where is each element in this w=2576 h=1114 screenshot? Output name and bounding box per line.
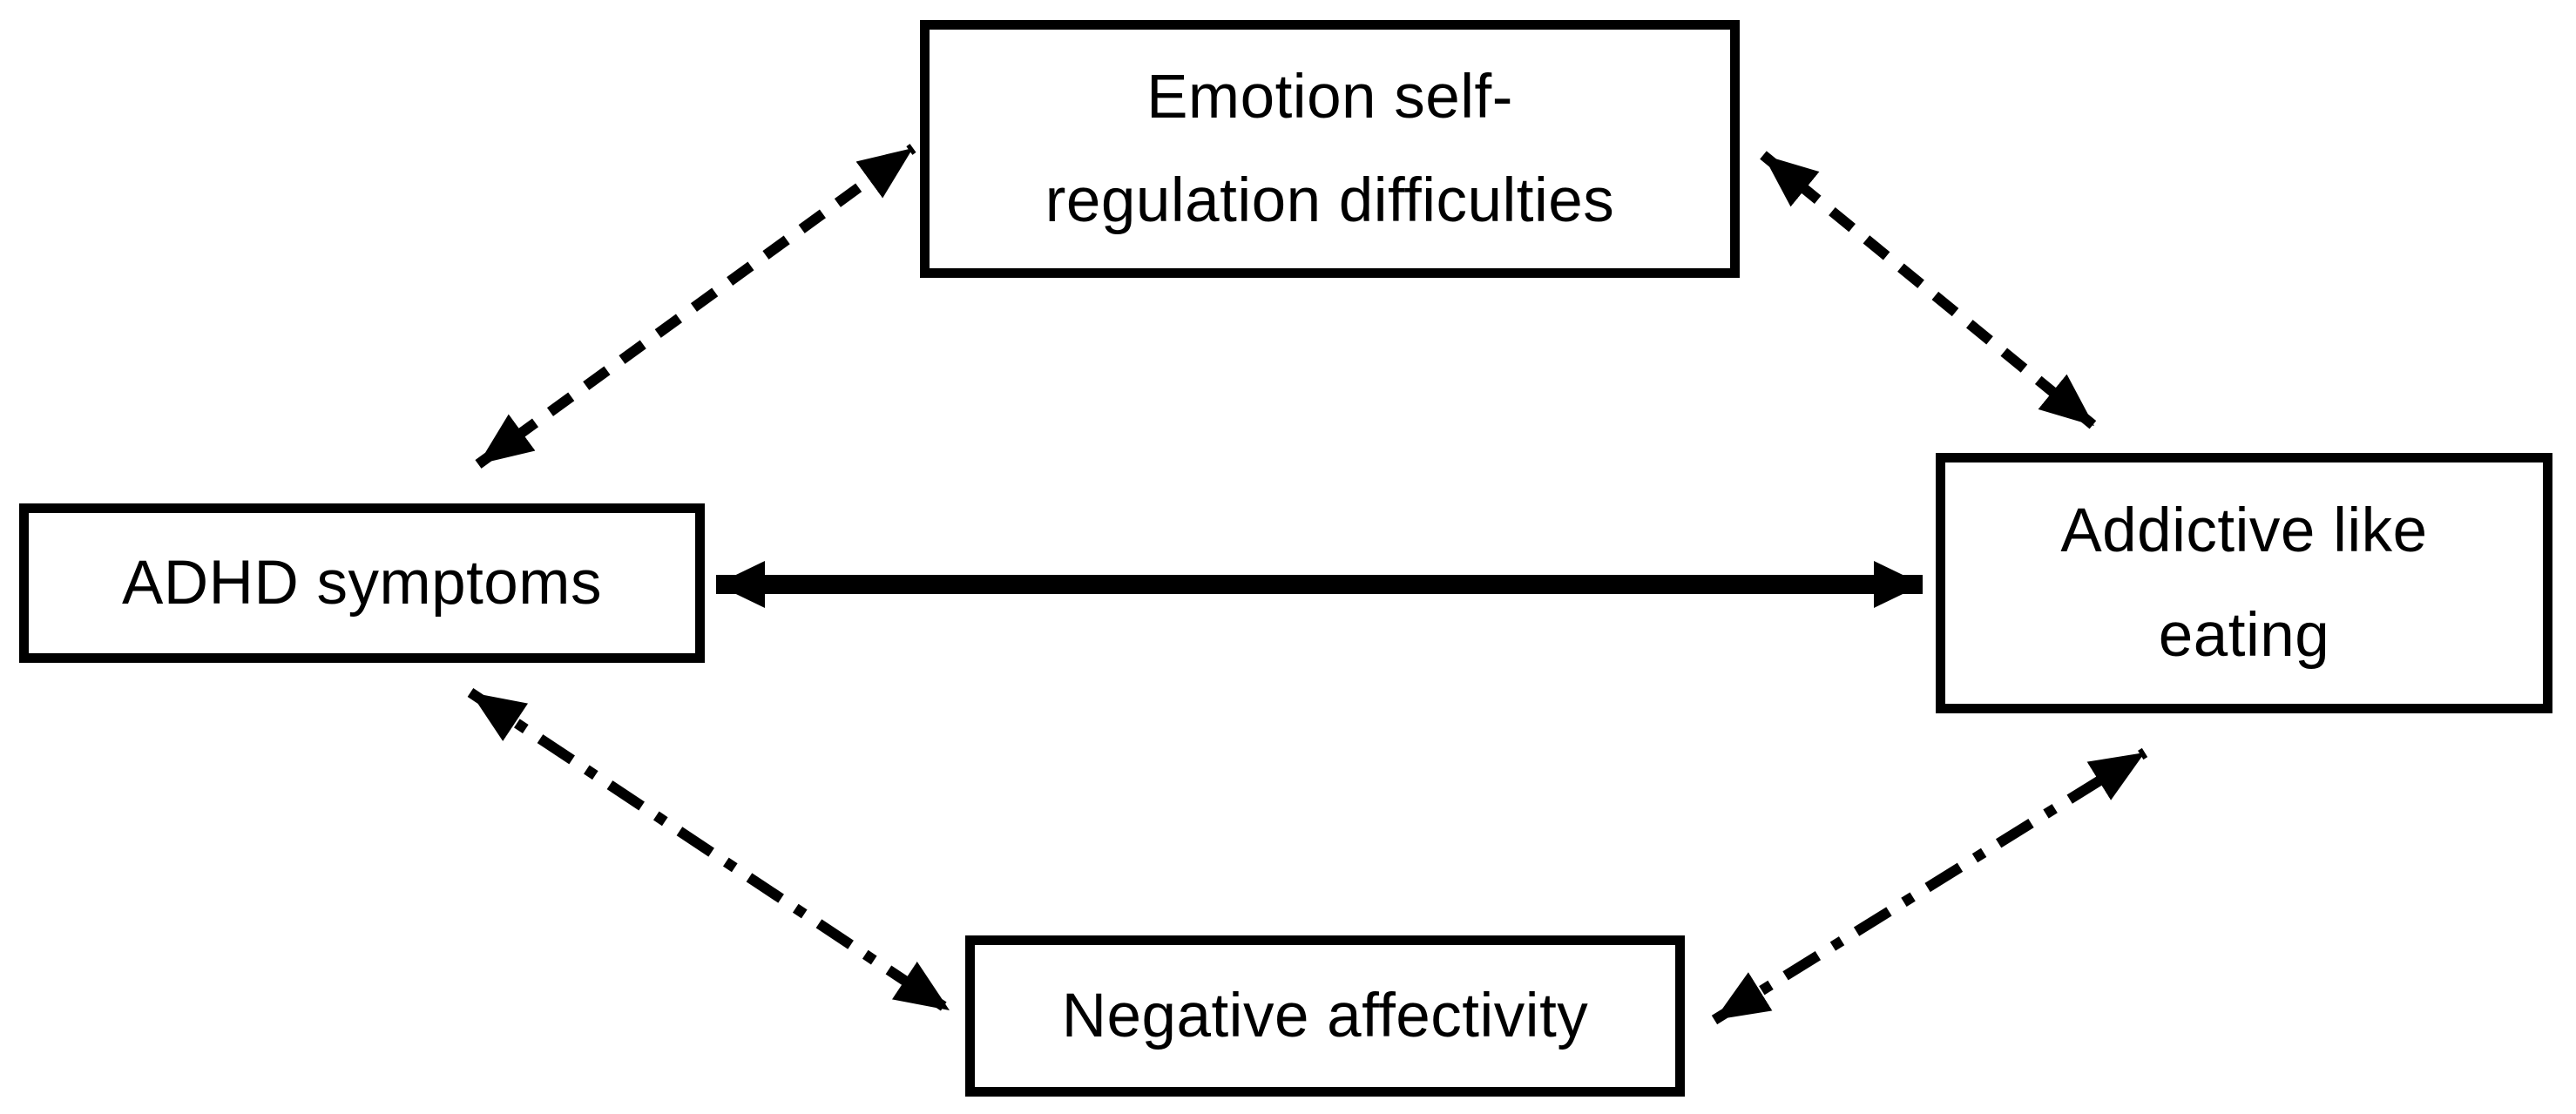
box-emotion-label-line2: regulation difficulties <box>1045 166 1615 235</box>
box-adhd-label-line1: ADHD symptoms <box>122 548 602 618</box>
arrow-negative-addictive <box>1711 747 2148 1025</box>
box-emotion-label: Emotion self- regulation difficulties <box>1045 45 1615 253</box>
arrow-adhd-negative <box>467 688 953 1015</box>
box-addictive-label-line2: eating <box>2158 600 2330 670</box>
box-emotion-label-line1: Emotion self- <box>1146 62 1513 132</box>
box-adhd-label: ADHD symptoms <box>122 531 602 635</box>
box-negative-label-line1: Negative affectivity <box>1061 981 1589 1050</box>
box-adhd-symptoms: ADHD symptoms <box>19 503 705 663</box>
box-addictive-label-line1: Addictive like <box>2060 496 2428 566</box>
box-emotion-self-regulation: Emotion self- regulation difficulties <box>920 20 1740 278</box>
box-addictive-like-eating: Addictive like eating <box>1936 453 2552 713</box>
arrow-adhd-emotion <box>475 144 916 469</box>
box-negative-label: Negative affectivity <box>1062 964 1589 1068</box>
box-addictive-label: Addictive like eating <box>2060 479 2427 687</box>
arrow-emotion-addictive <box>1760 151 2098 430</box>
box-negative-affectivity: Negative affectivity <box>965 935 1685 1097</box>
